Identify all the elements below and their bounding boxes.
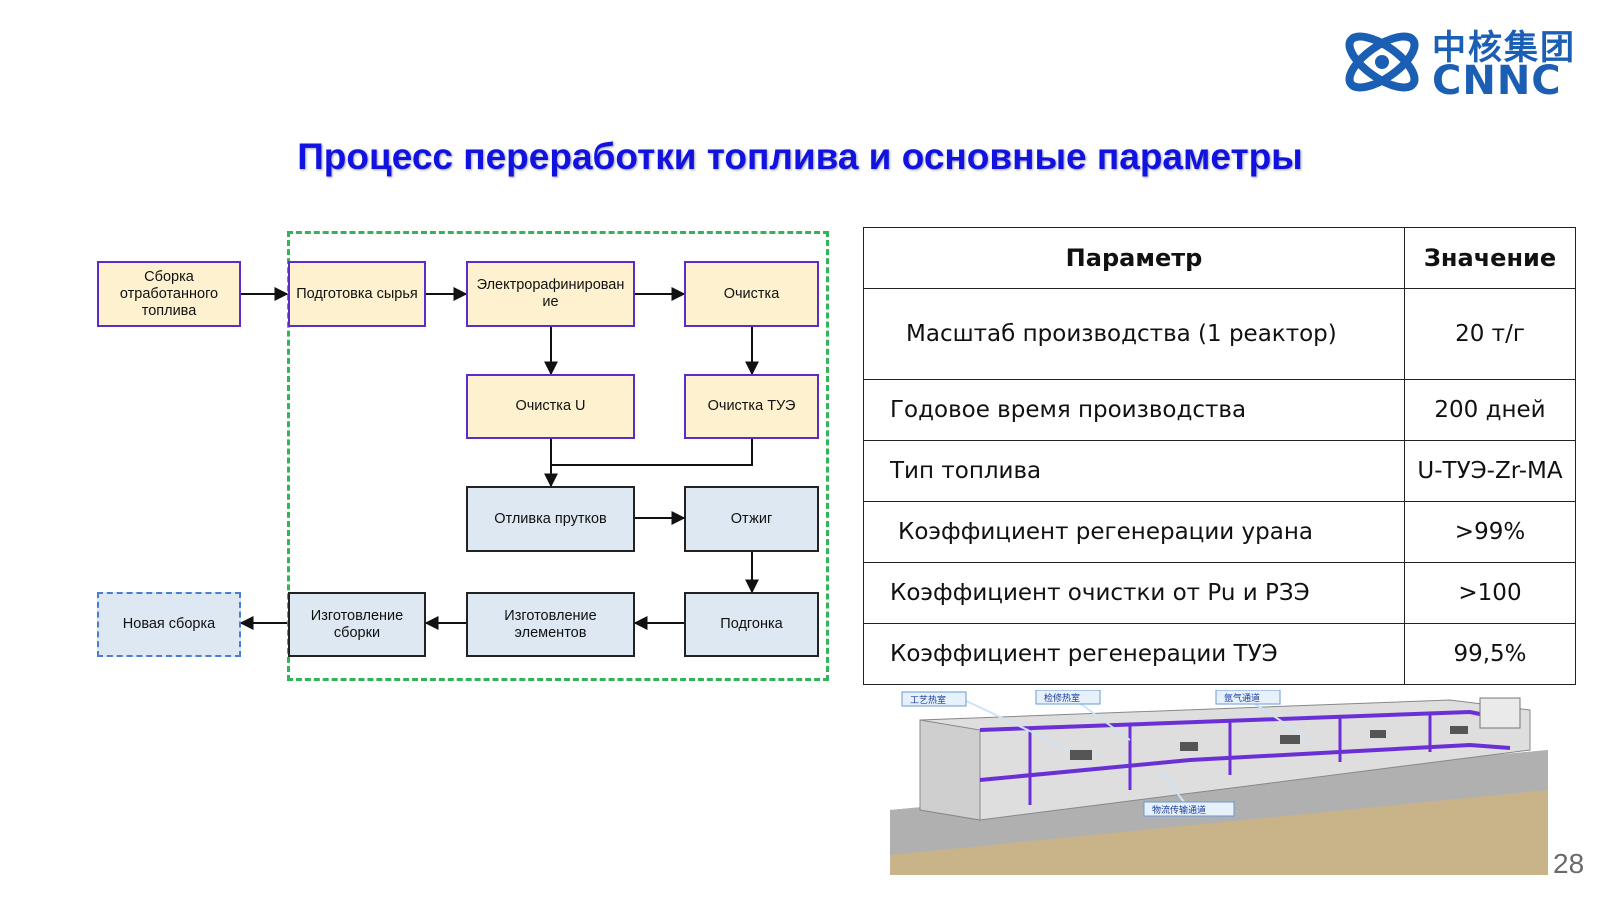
step-fitting: Подгонка	[684, 592, 819, 657]
page-number: 28	[1553, 848, 1585, 879]
table-row: Годовое время производства 200 дней	[863, 379, 1576, 441]
step-assembly-manufacturing: Изготовление сборки	[288, 592, 426, 657]
step-cleaning-u: Очистка U	[466, 374, 635, 439]
facility-cross-section-image: 工艺热室 检修热室 氩气通道 物流传输通道	[890, 690, 1548, 875]
step-new-assembly: Новая сборка	[97, 592, 241, 657]
value-cell: >100	[1404, 562, 1576, 624]
param-cell: Коэффициент очистки от Pu и РЗЭ	[863, 562, 1405, 624]
cnnc-logo: 中核集团 CNNC	[1340, 12, 1580, 112]
step-annealing: Отжиг	[684, 486, 819, 552]
table-row: Масштаб производства (1 реактор) 20 т/г	[863, 288, 1576, 380]
slide-title: Процесс переработки топлива и основные п…	[297, 136, 1303, 177]
logo-chinese-text: 中核集团	[1432, 28, 1576, 68]
table-header-row: Параметр Значение	[863, 227, 1576, 289]
table-row: Коэффициент регенерации ТУЭ 99,5%	[863, 623, 1576, 685]
label-argon-channel: 氩气通道	[1224, 692, 1260, 704]
table-row: Тип топлива U-ТУЭ-Zr-MA	[863, 440, 1576, 502]
parameters-table: Параметр Значение Масштаб производства (…	[863, 227, 1576, 685]
label-maintenance-hot-cell: 检修热室	[1044, 692, 1080, 704]
step-cleaning: Очистка	[684, 261, 819, 327]
param-cell: Коэффициент регенерации ТУЭ	[863, 623, 1405, 685]
step-rod-casting: Отливка прутков	[466, 486, 635, 552]
value-cell: 99,5%	[1404, 623, 1576, 685]
process-boundary	[287, 231, 829, 681]
value-cell: 200 дней	[1404, 379, 1576, 441]
value-cell: 20 т/г	[1404, 288, 1576, 380]
step-element-manufacturing: Изготовление элементов	[466, 592, 635, 657]
step-cleaning-tue: Очистка ТУЭ	[684, 374, 819, 439]
step-spent-assembly: Сборка отработанного топлива	[97, 261, 241, 327]
param-cell: Тип топлива	[863, 440, 1405, 502]
param-cell: Годовое время производства	[863, 379, 1405, 441]
table-row: Коэффициент регенерации урана >99%	[863, 501, 1576, 563]
label-logistics-channel: 物流传输通道	[1152, 804, 1206, 816]
table-row: Коэффициент очистки от Pu и РЗЭ >100	[863, 562, 1576, 624]
param-cell: Коэффициент регенерации урана	[863, 501, 1405, 563]
label-process-hot-cell: 工艺热室	[910, 694, 946, 706]
value-cell: U-ТУЭ-Zr-MA	[1404, 440, 1576, 502]
logo-latin-text: CNNC	[1432, 58, 1562, 104]
header-parameter: Параметр	[863, 227, 1405, 289]
value-cell: >99%	[1404, 501, 1576, 563]
flow-arrows	[239, 287, 759, 630]
step-electrorefining: Электрорафинирован ие	[466, 261, 635, 327]
atom-logo-icon	[1345, 32, 1419, 92]
param-cell: Масштаб производства (1 реактор)	[863, 288, 1405, 380]
step-feed-preparation: Подготовка сырья	[288, 261, 426, 327]
header-value: Значение	[1404, 227, 1576, 289]
